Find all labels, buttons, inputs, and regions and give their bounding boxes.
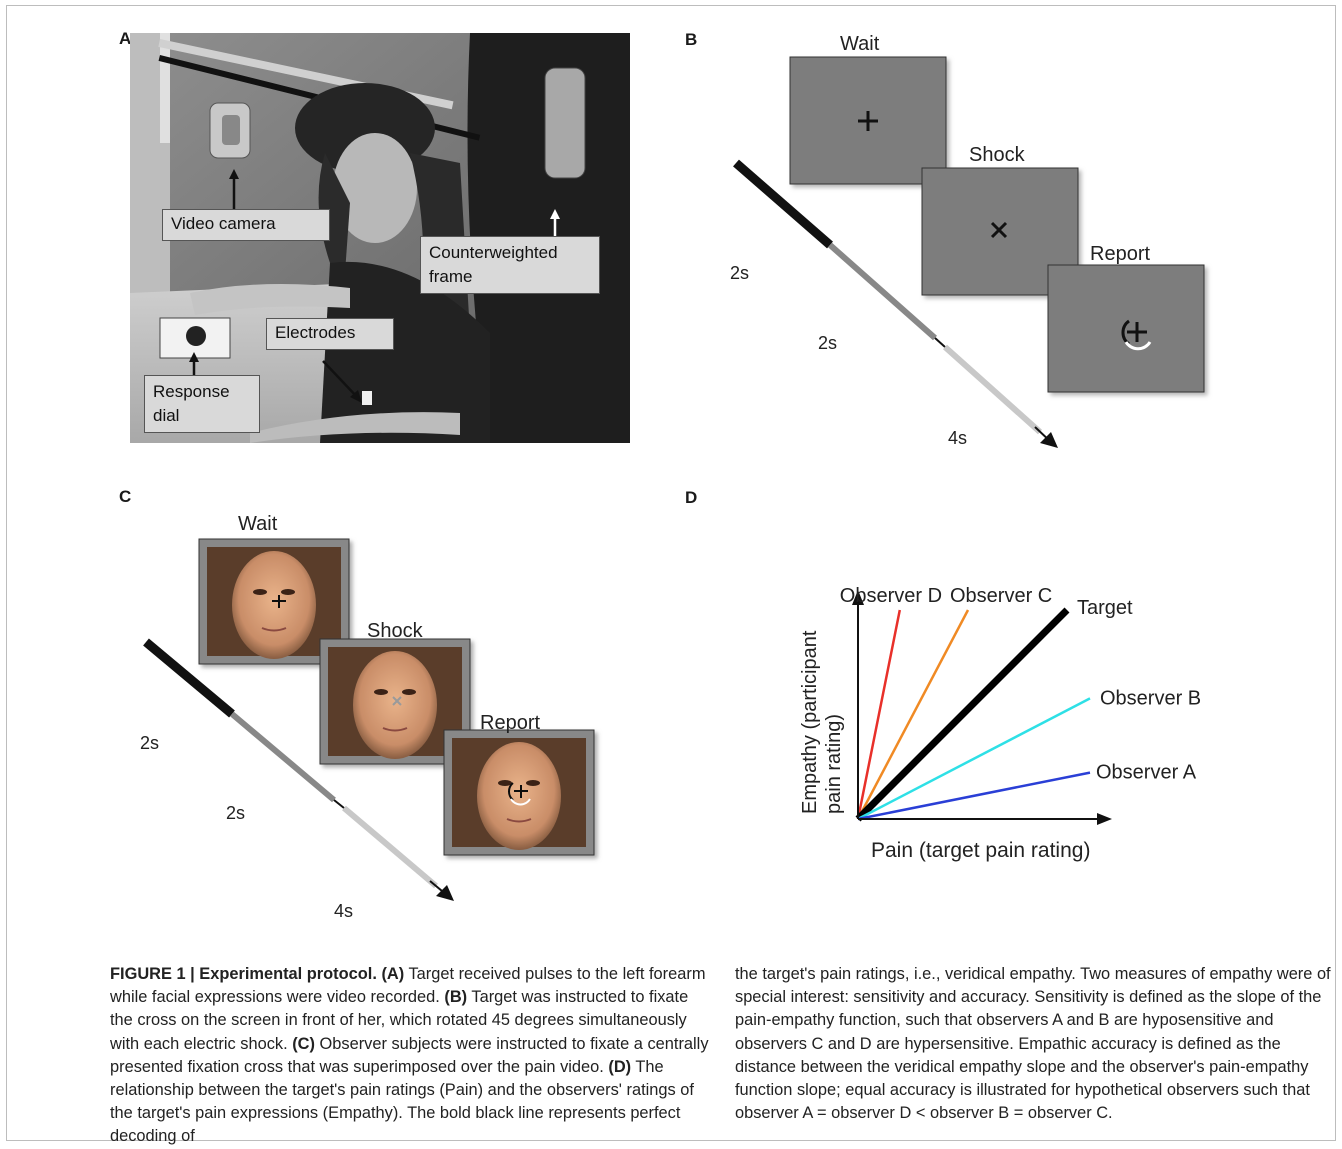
video-camera-callout: Video camera <box>162 209 330 241</box>
panel-label-a: A <box>119 29 132 48</box>
electrodes-label: Electrodes <box>275 323 356 342</box>
wait-label: Wait <box>840 33 880 55</box>
counterweighted-label-line2: frame <box>429 267 473 286</box>
caption-a-text: Target received pulses to the left forea… <box>110 965 706 1007</box>
c-report-label: Report <box>480 712 540 734</box>
timeline-segment-1 <box>733 159 833 249</box>
timeline-segment-2 <box>828 242 937 341</box>
panel-d-chart: Pain (target pain rating) Empathy (parti… <box>799 585 1201 862</box>
panel-c-diagram: Wait Shock Report 2s 2s 4s <box>140 513 595 920</box>
report-label: Report <box>1090 243 1150 265</box>
y-axis-arrowhead <box>852 590 864 605</box>
figure-frame <box>6 5 1336 1141</box>
series-line-observer-d <box>856 609 902 820</box>
series-label-target: Target <box>1077 597 1133 619</box>
caption-a-tag: (A) <box>381 965 405 983</box>
caption-c-tag: (C) <box>292 1034 315 1053</box>
series-label-observer-b: Observer B <box>1100 687 1201 709</box>
timeline-segment-3 <box>942 344 1043 435</box>
c-shock-label: Shock <box>367 620 424 642</box>
series-label-observer-c: Observer C <box>950 585 1052 607</box>
c-duration-label-3: 4s <box>334 901 353 920</box>
shock-face-screen <box>319 638 471 765</box>
caption-d-text: The relationship between the target's pa… <box>110 1057 694 1146</box>
response-dial-callout: Response dial <box>144 375 260 433</box>
y-axis-label-line1: Empathy (participant <box>799 630 821 814</box>
series-line-target <box>855 607 1070 822</box>
timeline-arrowhead <box>1040 432 1058 448</box>
counterweights <box>544 67 586 179</box>
c-duration-label-1: 2s <box>140 733 159 753</box>
wait-face-screen <box>198 538 350 665</box>
panel-label-b: B <box>685 30 698 49</box>
arm <box>190 284 350 315</box>
panel-label-c: C <box>119 487 132 506</box>
y-axis-label-line2: pain rating) <box>823 714 845 814</box>
face <box>333 133 417 243</box>
caption-c-text: Observer subjects were instructed to fix… <box>110 1034 709 1076</box>
duration-label-3: 4s <box>948 428 967 448</box>
panel-label-d: D <box>685 488 698 507</box>
figure-caption-right: the target's pain ratings, i.e., veridic… <box>735 963 1333 1125</box>
series-line-observer-a <box>857 771 1091 821</box>
report-screen <box>1047 264 1205 393</box>
video-camera-label: Video camera <box>171 214 276 233</box>
shock-label: Shock <box>969 144 1026 166</box>
counterweighted-label-line1: Counterweighted <box>429 243 558 262</box>
figure-title: FIGURE 1 | Experimental protocol. <box>110 965 377 983</box>
series-label-observer-a: Observer A <box>1096 762 1197 784</box>
series-label-observer-d: Observer D <box>840 585 942 607</box>
caption-right-text: the target's pain ratings, i.e., veridic… <box>735 965 1331 1123</box>
panel-b-diagram: Wait Shock Report 2s 2s 4s <box>730 33 1205 448</box>
response-dial-label-line1: Response <box>153 382 230 401</box>
duration-label-2: 2s <box>818 333 837 353</box>
duration-label-1: 2s <box>730 263 749 283</box>
caption-b-text: Target was instructed to fixate the cros… <box>110 988 689 1053</box>
caption-d-tag: (D) <box>608 1057 632 1076</box>
electrodes-callout: Electrodes <box>266 318 394 350</box>
x-axis-arrowhead <box>1097 813 1112 825</box>
caption-b-tag: (B) <box>444 988 468 1007</box>
figure-caption-left: FIGURE 1 | Experimental protocol. (A) Ta… <box>110 963 710 1149</box>
panel-a-photo: Video camera Counterweighted frame Elect… <box>130 33 630 443</box>
series-line-observer-c <box>856 609 970 820</box>
response-dial-label-line2: dial <box>153 406 180 425</box>
counterweighted-frame-callout: Counterweighted frame <box>420 236 600 294</box>
c-wait-label: Wait <box>238 513 278 535</box>
stand-pole <box>160 33 170 143</box>
x-axis-label: Pain (target pain rating) <box>871 839 1090 862</box>
series-line-observer-b <box>857 697 1091 821</box>
report-face-screen <box>443 729 595 856</box>
c-duration-label-2: 2s <box>226 803 245 823</box>
